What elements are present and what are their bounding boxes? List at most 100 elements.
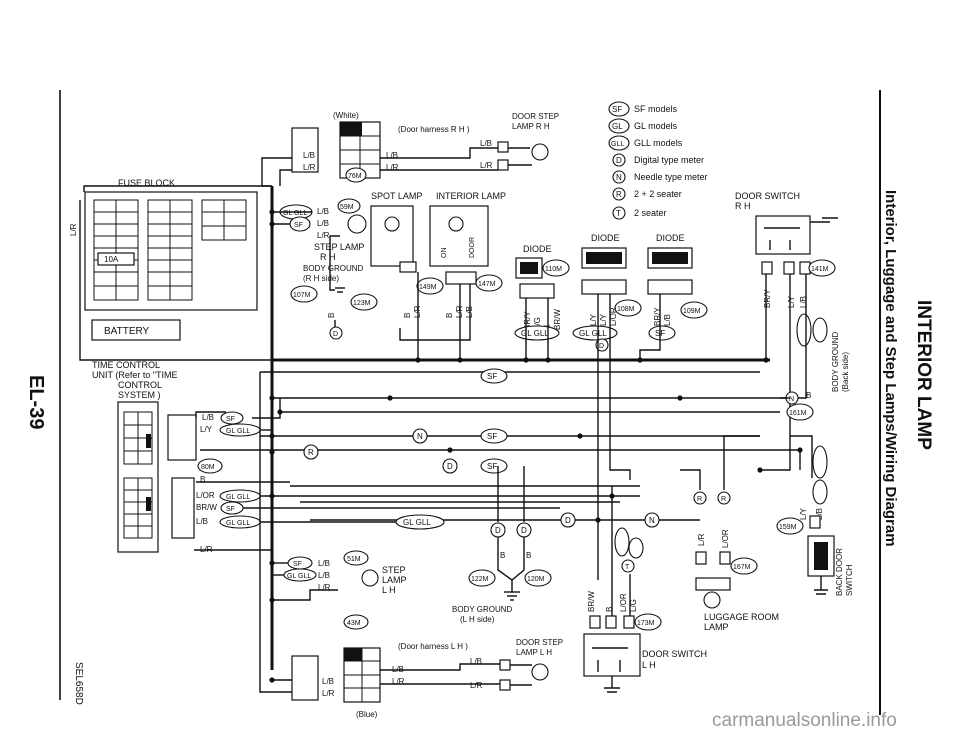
svg-text:ON: ON [441,248,448,259]
svg-text:BODY GROUND: BODY GROUND [303,264,364,273]
svg-text:T: T [625,564,630,571]
svg-text:B: B [605,607,614,612]
body-ground-back-label: BODY GROUND (Back side) [831,331,850,392]
svg-text:BR/Y: BR/Y [523,311,532,330]
section-subtitle: Interior, Luggage and Step Lamps/Wiring … [882,190,899,547]
svg-text:L/R: L/R [317,231,330,240]
door-step-lamp-lh[interactable] [531,663,549,681]
step-lamp-rh-label: STEP LAMP R H [314,242,364,262]
svg-text:L/R: L/R [697,533,706,546]
junctions [269,209,803,683]
svg-text:SF: SF [487,432,497,441]
svg-text:SF: SF [487,462,497,471]
svg-text:(R H side): (R H side) [303,274,339,283]
connector-109m: 109M [683,308,701,315]
svg-text:L/B: L/B [202,413,214,422]
svg-text:L/R: L/R [392,677,405,686]
svg-text:L/Y: L/Y [787,295,796,308]
door-step-lamp-rh[interactable] [531,143,549,161]
luggage-room-lamp[interactable] [703,591,721,609]
svg-text:B: B [806,391,811,400]
connector-43m: 43M [347,620,361,627]
back-door-label: BACK DOOR SWITCH [835,548,854,596]
svg-text:L/B: L/B [663,314,672,326]
svg-text:L/G: L/G [629,599,638,612]
svg-text:L H: L H [382,585,396,595]
door-harness-rh-label: (Door harness R H ) [398,125,470,134]
svg-text:L/B: L/B [303,151,315,160]
svg-text:L/R: L/R [322,689,335,698]
svg-text:DOOR STEP: DOOR STEP [512,112,559,121]
svg-text:2 + 2 seater: 2 + 2 seater [634,189,682,199]
connector-107m: 107M [293,292,311,299]
svg-text:L/OR: L/OR [609,307,618,326]
svg-text:LUGGAGE ROOM: LUGGAGE ROOM [704,612,779,622]
luggage-room-label: LUGGAGE ROOM LAMP [704,612,779,632]
svg-text:R: R [721,496,726,503]
connector-173m: 173M [637,620,655,627]
spot-lamp[interactable] [370,205,414,267]
connector-123m: 123M [353,300,371,307]
svg-text:80M: 80M [201,464,215,471]
svg-text:SF: SF [226,506,235,513]
svg-text:GL GLL: GL GLL [226,494,250,501]
svg-text:GL GLL: GL GLL [521,329,549,338]
step-lamp-lh-label: STEP LAMP L H [382,565,407,595]
door-switch-lh-label: DOOR SWITCH L H [642,649,707,670]
svg-text:R: R [697,496,702,503]
svg-text:CONTROL: CONTROL [118,380,162,390]
step-lamp-rh[interactable] [347,214,367,234]
svg-text:BR/W: BR/W [553,309,562,330]
body-ground-lh-label: BODY GROUND (L H side) [452,605,513,624]
svg-text:GLL: GLL [611,141,624,148]
door-switch-rh-label: DOOR SWITCH R H [735,191,800,211]
svg-text:L/R: L/R [386,163,399,172]
connector-147m: 147M [478,281,496,288]
svg-text:GLL models: GLL models [634,138,683,148]
step-lamp-lh[interactable] [361,569,379,587]
svg-text:B: B [327,313,336,318]
connector-149m: 149M [419,284,437,291]
svg-text:BR/W: BR/W [587,591,596,612]
svg-text:DOOR SWITCH: DOOR SWITCH [735,191,800,201]
interior-lamp-label: INTERIOR LAMP [436,191,506,201]
svg-text:D: D [521,526,527,535]
watermark: carmanualsonline.info [712,710,897,731]
svg-text:L/B: L/B [318,559,330,568]
svg-text:L/OR: L/OR [196,491,215,500]
svg-text:L/B: L/B [470,657,482,666]
svg-text:R: R [308,448,314,457]
connector-blue-lh [291,655,319,701]
section-title: INTERIOR LAMP [913,300,934,450]
svg-text:L/G: L/G [533,317,542,330]
connector-159m: 159M [779,524,797,531]
svg-text:R: R [616,190,622,199]
svg-text:L/R: L/R [318,583,331,592]
svg-text:SWITCH: SWITCH [845,564,854,596]
svg-text:L/B: L/B [480,139,492,148]
svg-text:L/Y: L/Y [589,313,598,326]
svg-text:N: N [616,173,622,182]
connector-59m: 59M [340,204,354,211]
svg-text:D: D [447,462,453,471]
svg-text:L/B: L/B [317,219,329,228]
svg-text:LAMP: LAMP [382,575,407,585]
interior-lamp[interactable] [429,205,489,267]
wires-door-rh: L/B L/R L/B L/R L/B L/R [261,139,532,187]
svg-text:DOOR: DOOR [469,237,476,258]
svg-text:B: B [403,313,412,318]
battery [91,319,181,341]
svg-text:L/B: L/B [196,517,208,526]
svg-text:D: D [495,526,501,535]
svg-text:Needle type meter: Needle type meter [634,172,708,182]
time-control-wires: L/B SF L/Y GL GLL 80M B L/OR GL GLL BR/W… [196,411,261,554]
svg-text:D: D [565,516,571,525]
door-switch-lh[interactable] [583,633,641,677]
diode3-label: DIODE [656,233,685,243]
svg-text:R H: R H [320,252,336,262]
connector-76m: 76M [348,173,362,180]
svg-text:(L H side): (L H side) [460,615,495,624]
bus-lines [200,360,801,670]
door-step-lh-label: DOOR STEP LAMP L H [516,638,563,657]
door-switch-rh[interactable] [755,215,811,255]
